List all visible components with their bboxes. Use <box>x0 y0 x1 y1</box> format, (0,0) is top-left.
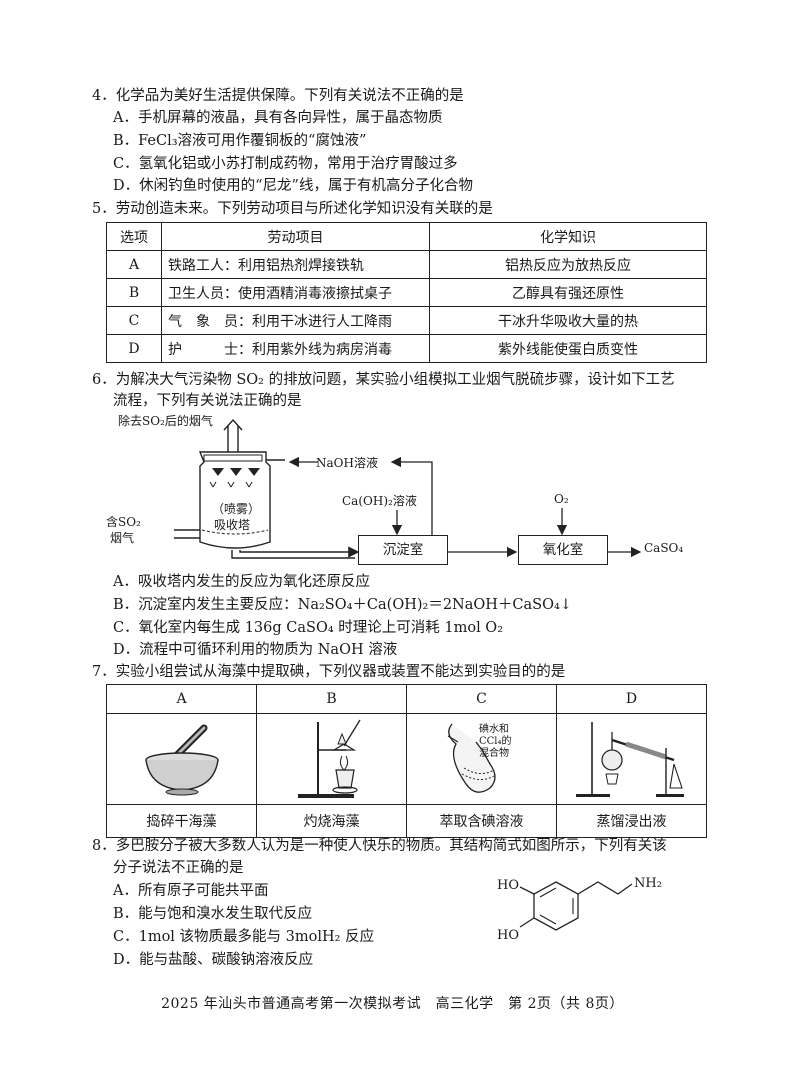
q5-cell: 紫外线能使蛋白质变性 <box>429 334 707 363</box>
q6-exhaust-label: 除去SO₂后的烟气 <box>118 414 213 428</box>
q6-settling-room-box: 沉淀室 <box>358 535 448 565</box>
q6-option-a: A．吸收塔内发生的反应为氧化还原反应 <box>113 574 370 590</box>
q6-o2-label: O₂ <box>554 492 569 506</box>
q8-ho-top: HO <box>497 878 519 893</box>
distillation-apparatus-icon <box>575 722 684 797</box>
table-row: C 气 象 员：利用干冰进行人工降雨 干冰升华吸收大量的热 <box>106 306 707 335</box>
q7-table: A B C D <box>106 684 707 838</box>
q5-cell: 铝热反应为放热反应 <box>429 250 707 279</box>
q5-cell: 铁路工人：利用铝热剂焊接铁轨 <box>161 250 430 279</box>
q4-stem: 4．化学品为美好生活提供保障。下列有关说法不正确的是 <box>92 88 464 104</box>
q7-stem: 7．实验小组尝试从海藻中提取碘，下列仪器或装置不能达到实验目的的是 <box>92 664 566 680</box>
q5-cell: 气 象 员：利用干冰进行人工降雨 <box>161 306 430 335</box>
q8-option-b: B．能与饱和溴水发生取代反应 <box>113 906 313 922</box>
q6-tower-label-2: 吸收塔 <box>214 518 251 532</box>
q7-image-c: 碘水和 CCl₄的 混合物 <box>406 713 557 805</box>
q8-nh2-label: NH₂ <box>634 876 662 891</box>
q5-header-labor: 劳动项目 <box>161 222 430 251</box>
q7-caption-d: 蒸馏浸出液 <box>556 804 707 838</box>
q6-caoh-label: Ca(OH)₂溶液 <box>342 494 417 508</box>
q8-stem-line1: 8．多巴胺分子被大多数人认为是一种使人快乐的物质。其结构简式如图所示，下列有关该 <box>92 838 667 854</box>
q7-header-c: C <box>406 684 557 714</box>
table-row: D 护 士：利用紫外线为病房消毒 紫外线能使蛋白质变性 <box>106 334 707 363</box>
q4-option-c: C．氢氧化铝或小苏打制成药物，常用于治疗胃酸过多 <box>113 156 458 172</box>
q4-option-a: A．手机屏幕的液晶，具有各向异性，属于晶态物质 <box>113 110 443 126</box>
q5-cell: 卫生人员：使用酒精消毒液擦拭桌子 <box>161 278 430 307</box>
q5-header-knowledge: 化学知识 <box>429 222 707 251</box>
q4-option-d: D．休闲钓鱼时使用的“尼龙”线，属于有机高分子化合物 <box>113 178 473 194</box>
q5-cell: 乙醇具有强还原性 <box>429 278 707 307</box>
q6-inlet-label-1: 含SO₂ <box>106 515 141 529</box>
q7-c-label-2: CCl₄的 <box>479 736 512 747</box>
q7-c-label-1: 碘水和 <box>479 724 509 735</box>
q8-option-d: D．能与盐酸、碳酸钠溶液反应 <box>113 952 314 968</box>
q6-tower-label-1: （喷雾） <box>212 502 261 516</box>
q6-naoh-label: NaOH溶液 <box>316 456 378 470</box>
q7-header-b: B <box>256 684 407 714</box>
page-footer: 2025 年汕头市普通高考第一次模拟考试 高三化学 第 2页（共 8页） <box>161 996 624 1012</box>
q7-image-a <box>106 713 257 805</box>
q7-caption-b: 灼烧海藻 <box>256 804 407 838</box>
q5-cell: D <box>106 334 162 363</box>
q8-option-c: C．1mol 该物质最多能与 3molH₂ 反应 <box>113 929 375 945</box>
q7-caption-c: 萃取含碘溶液 <box>406 804 557 838</box>
mortar-pestle-icon <box>144 724 219 796</box>
q4-option-b: B．FeCl₃溶液可用作覆铜板的“腐蚀液” <box>113 133 367 149</box>
q7-header-d: D <box>556 684 707 714</box>
q8-ho-bottom: HO <box>497 928 519 943</box>
separatory-funnel-icon <box>447 723 496 793</box>
q5-table: 选项 劳动项目 化学知识 A 铁路工人：利用铝热剂焊接铁轨 铝热反应为放热反应 … <box>106 222 707 363</box>
q6-flow-diagram <box>174 418 642 559</box>
q7-image-d <box>556 713 707 805</box>
q5-cell: A <box>106 250 162 279</box>
q6-product-label: CaSO₄ <box>644 541 684 555</box>
q5-cell: B <box>106 278 162 307</box>
table-row: A 铁路工人：利用铝热剂焊接铁轨 铝热反应为放热反应 <box>106 250 707 279</box>
q5-stem: 5．劳动创造未来。下列劳动项目与所述化学知识没有关联的是 <box>92 201 493 217</box>
q5-cell: C <box>106 306 162 335</box>
q6-option-d: D．流程中可循环利用的物质为 NaOH 溶液 <box>113 642 398 658</box>
q6-stem-line2: 流程，下列有关说法正确的是 <box>113 393 302 409</box>
q7-caption-a: 捣碎干海藻 <box>106 804 257 838</box>
q7-c-label-3: 混合物 <box>479 748 509 759</box>
q8-stem-line2: 分子说法不正确的是 <box>113 860 244 876</box>
table-row: B 卫生人员：使用酒精消毒液擦拭桌子 乙醇具有强还原性 <box>106 278 707 307</box>
q5-cell: 护 士：利用紫外线为病房消毒 <box>161 334 430 363</box>
dopamine-structure <box>519 881 633 931</box>
q5-cell: 干冰升华吸收大量的热 <box>429 306 707 335</box>
crucible-burner-icon <box>297 719 361 798</box>
q6-inlet-label-2: 烟气 <box>110 531 135 545</box>
q6-oxidation-room-box: 氧化室 <box>518 535 608 565</box>
q7-image-b <box>256 713 407 805</box>
q6-stem-line1: 6．为解决大气污染物 SO₂ 的排放问题，某实验小组模拟工业烟气脱硫步骤，设计如… <box>92 372 675 388</box>
q6-option-c: C．氧化室内每生成 136g CaSO₄ 时理论上可消耗 1mol O₂ <box>113 620 504 636</box>
q5-header-option: 选项 <box>106 222 162 251</box>
q7-header-a: A <box>106 684 257 714</box>
q6-option-b: B．沉淀室内发生主要反应：Na₂SO₄＋Ca(OH)₂＝2NaOH＋CaSO₄↓ <box>113 597 572 613</box>
q8-option-a: A．所有原子可能共平面 <box>113 883 269 899</box>
